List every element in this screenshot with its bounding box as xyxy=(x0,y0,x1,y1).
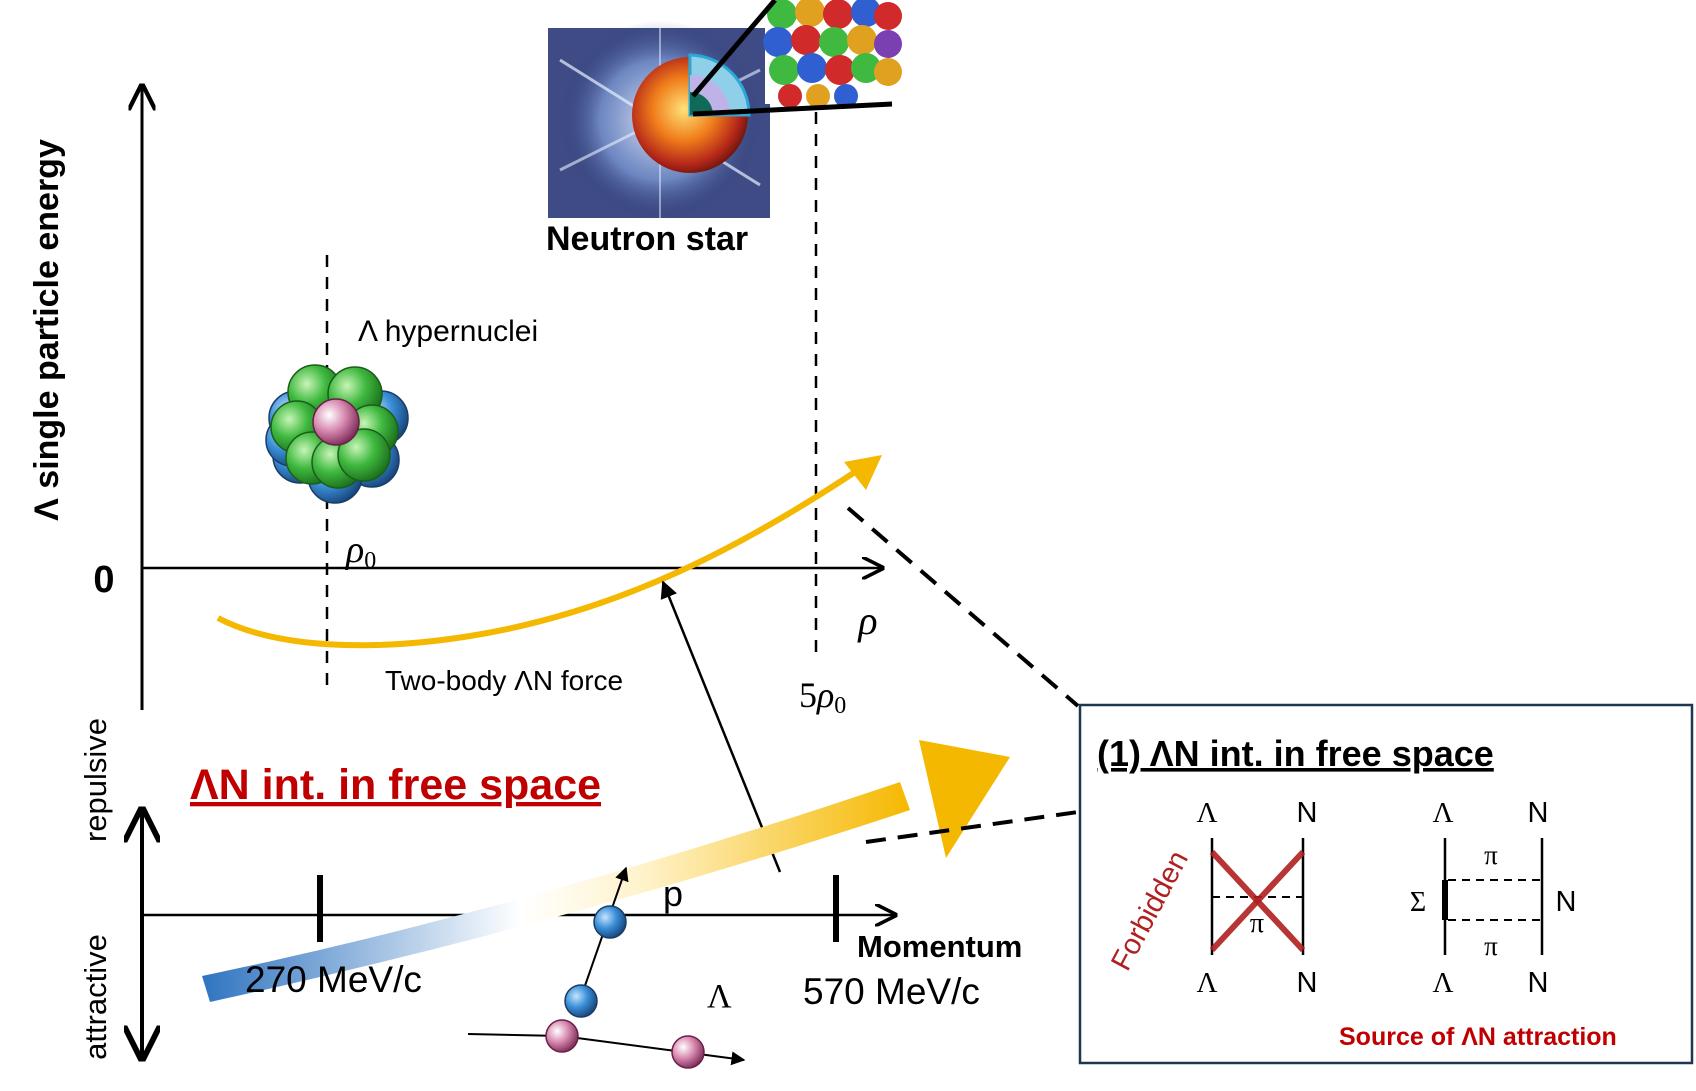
svg-text:Λ: Λ xyxy=(1432,797,1453,829)
tick-270-label: 270 MeV/c xyxy=(245,959,422,1000)
svg-text:Λ: Λ xyxy=(1196,967,1217,999)
momentum-label: Momentum xyxy=(857,929,1022,964)
energy-curve-arrowhead xyxy=(844,455,882,490)
svg-text:N: N xyxy=(1528,967,1549,999)
tick-570-label: 570 MeV/c xyxy=(803,971,980,1012)
svg-text:N: N xyxy=(1297,797,1318,829)
zoom-connector-bottom xyxy=(865,810,1079,844)
svg-text:N: N xyxy=(1297,967,1318,999)
rho0-label: ρ0 xyxy=(345,529,376,574)
svg-text:π: π xyxy=(1250,908,1264,939)
scattering-icon xyxy=(467,866,746,1069)
neutron-star-icon xyxy=(548,0,902,220)
svg-text:π: π xyxy=(1484,931,1498,961)
inset-caption: Source of ΛN attraction xyxy=(1339,1023,1617,1051)
svg-text:Σ: Σ xyxy=(1410,887,1426,918)
hypernucleus-icon xyxy=(265,364,409,504)
svg-text:N: N xyxy=(1556,886,1577,918)
energy-curve xyxy=(216,467,860,649)
interaction-band xyxy=(202,782,910,1002)
interaction-band-arrowhead xyxy=(919,740,1010,858)
lower-plot: repulsive attractive ΛN int. in free spa… xyxy=(78,718,1022,1069)
sigma-exchange-diagram: Λ N Λ N π π Σ N xyxy=(1410,797,1577,999)
svg-text:π: π xyxy=(1484,840,1498,870)
upper-plot: Λ single particle energy 0 ρ0 ρ 5ρ0 Λ hy… xyxy=(28,0,902,873)
y-axis-label: Λ single particle energy xyxy=(28,139,66,521)
two-body-force-pointer xyxy=(660,580,782,873)
attractive-label: attractive xyxy=(78,934,113,1060)
x-axis-rho-label: ρ xyxy=(856,598,877,643)
five-rho0-label: 5ρ0 xyxy=(799,675,846,719)
inset-title: (1) ΛN int. in free space xyxy=(1097,733,1494,774)
quark-matter-icon xyxy=(763,0,902,108)
neutron-star-label: Neutron star xyxy=(546,220,748,258)
hypernuclei-label: Λ hypernuclei xyxy=(358,315,538,348)
inset-box: (1) ΛN int. in free space Λ N Λ N π Forb… xyxy=(1078,703,1694,1065)
svg-text:Λ: Λ xyxy=(1432,967,1453,999)
two-body-force-label: Two-body ΛN force xyxy=(385,665,623,696)
zero-label: 0 xyxy=(93,559,114,601)
free-space-title: ΛN int. in free space xyxy=(190,761,601,809)
repulsive-label: repulsive xyxy=(78,718,113,842)
p-label: p xyxy=(663,873,683,914)
svg-text:Λ: Λ xyxy=(1196,797,1217,829)
zoom-connector-top xyxy=(846,506,1080,708)
lambda-label: Λ xyxy=(707,978,732,1015)
svg-text:N: N xyxy=(1528,797,1549,829)
